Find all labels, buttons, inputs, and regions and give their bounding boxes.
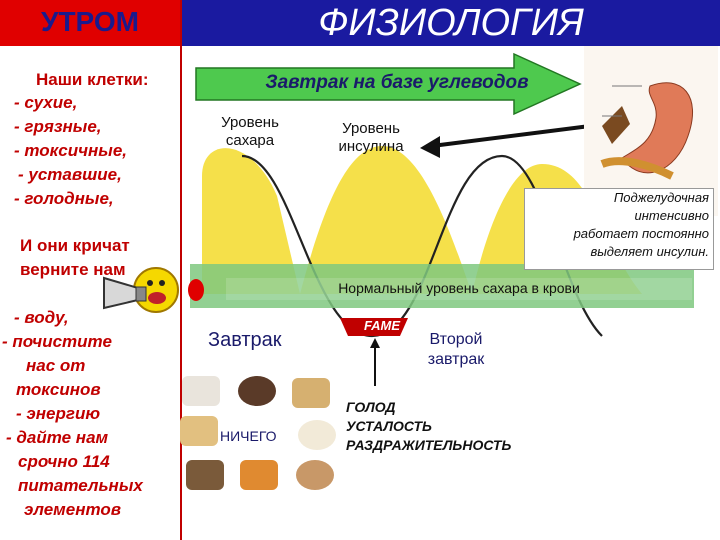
normal-sugar-band: [190, 264, 694, 308]
carb-breakfast-label: Завтрак на базе углеводов: [265, 72, 529, 93]
band-label-bg: [226, 278, 692, 300]
food-croissant: [292, 378, 330, 408]
food-coffee: [238, 376, 276, 406]
demand-5: - энергию: [16, 404, 101, 423]
sugar-curve-1: [202, 148, 300, 294]
demand-6: - дайте нам: [6, 428, 109, 447]
demand-2: - почистите: [2, 332, 112, 351]
demand-9: элементов: [24, 500, 122, 519]
normal-sugar-label: Нормальный уровень сахара в крови: [338, 280, 580, 296]
stomach-icon: [584, 46, 718, 216]
symptom-arrow-head: [370, 338, 380, 348]
food-cappuccino: [296, 460, 334, 490]
start-marker: [188, 279, 204, 301]
demand-8: питательных: [18, 476, 143, 495]
demand-1: - воду,: [14, 308, 69, 327]
cell-state-1: - сухие,: [14, 93, 78, 112]
pancreas-note: Поджелудочная интенсивно работает постоя…: [524, 188, 714, 270]
cells-heading: Наши клетки:: [36, 70, 149, 89]
cry-line-1: И они кричат: [20, 236, 130, 255]
cry-line-2: верните нам: [20, 260, 126, 279]
physiology-diagram: [188, 46, 718, 386]
left-title-bar: [0, 0, 180, 46]
demand-7: срочно 114: [18, 452, 110, 471]
cell-state-2: - грязные,: [14, 117, 102, 136]
insulin-pointer-head: [420, 136, 440, 158]
megaphone-icon: [103, 267, 179, 313]
cell-state-5: - голодные,: [14, 189, 114, 208]
carb-breakfast-arrow: [195, 52, 582, 116]
left-title: УТРОМ: [41, 6, 139, 37]
demand-4: токсинов: [16, 380, 101, 399]
demand-3: нас от: [26, 356, 86, 375]
food-eggs: [298, 420, 336, 450]
fame-stamp-icon: [340, 318, 408, 336]
header-bar: [182, 0, 720, 46]
sugar-curve-2: [300, 146, 472, 294]
symptoms-list: ГОЛОД УСТАЛОСТЬ РАЗДРАЖИТЕЛЬНОСТЬ: [346, 399, 512, 453]
food-tea-cup: [182, 376, 220, 406]
nothing-label: НИЧЕГО: [220, 428, 277, 444]
page-title: ФИЗИОЛОГИЯ: [318, 2, 584, 44]
food-pastry: [180, 416, 218, 446]
breakfast-label: Завтрак: [208, 329, 282, 351]
cell-state-3: - токсичные,: [14, 141, 127, 160]
fame-stamp-text: FAME: [363, 318, 401, 333]
food-fruit: [240, 460, 278, 490]
food-chocolate: [186, 460, 224, 490]
cell-state-4: - уставшие,: [18, 165, 122, 184]
insulin-pointer-line: [431, 124, 591, 148]
